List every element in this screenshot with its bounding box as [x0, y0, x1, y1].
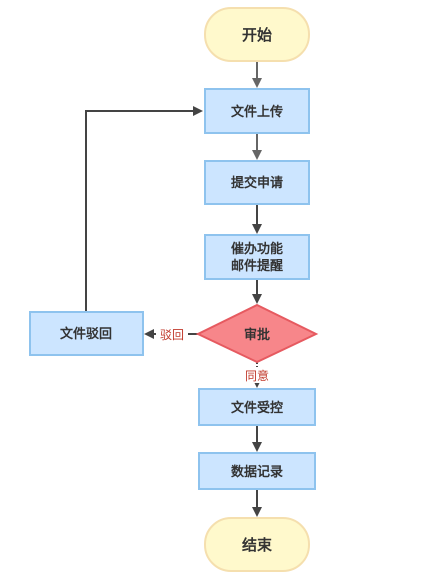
reminder-node: 催办功能 邮件提醒: [204, 234, 310, 280]
start-node: 开始: [204, 7, 310, 62]
edge-label-reject: 驳回: [160, 328, 184, 342]
record-node-label: 数据记录: [231, 464, 283, 480]
control-node-label: 文件受控: [231, 400, 283, 416]
upload-node-label: 文件上传: [231, 104, 283, 120]
upload-node: 文件上传: [204, 88, 310, 134]
submit-node: 提交申请: [204, 160, 310, 205]
start-node-label: 开始: [242, 26, 272, 44]
reminder-node-label-line2: 邮件提醒: [231, 258, 283, 274]
review-decision: 审批: [195, 303, 319, 364]
reminder-node-label-line1: 催办功能: [231, 241, 283, 257]
end-node-label: 结束: [242, 536, 273, 554]
submit-node-label: 提交申请: [231, 175, 283, 191]
control-node: 文件受控: [198, 388, 316, 426]
record-node: 数据记录: [198, 452, 316, 490]
review-decision-label: 审批: [244, 327, 270, 343]
edge-reject-to-upload: [85, 106, 203, 311]
edge-label-approve: 同意: [245, 368, 269, 383]
reject-node: 文件驳回: [29, 311, 144, 356]
end-node: 结束: [204, 517, 310, 572]
reject-node-label: 文件驳回: [60, 326, 112, 342]
